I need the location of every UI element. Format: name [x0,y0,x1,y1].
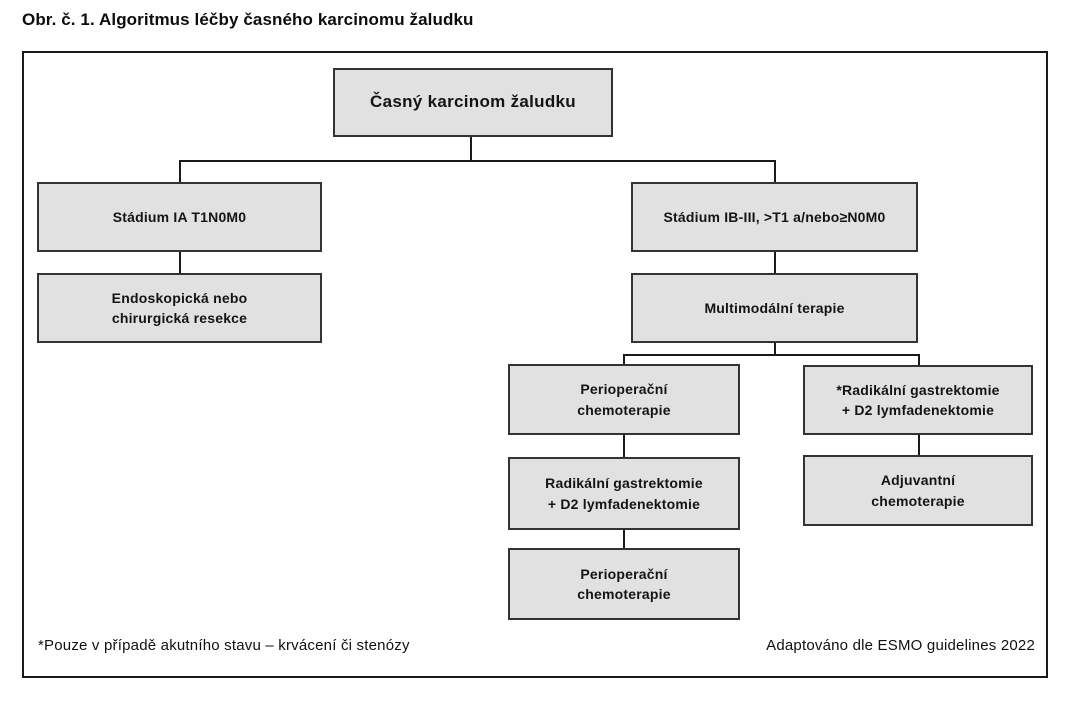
connector-stage-ia-endoscopic [179,252,181,273]
connector-to-periop-pre [623,354,625,364]
source-attribution: Adaptováno dle ESMO guidelines 2022 [766,637,1035,654]
connector-to-stage-ia [179,160,181,182]
connector-stage-ib-multimodal [774,252,776,273]
node-perioperative-chemo-post: Perioperační chemoterapie [508,548,740,620]
node-adjuvant-chemo: Adjuvantní chemoterapie [803,455,1033,526]
connector-periop-radical [623,434,625,457]
connector-root-branch [179,160,776,162]
figure-title: Obr. č. 1. Algoritmus léčby časného karc… [22,10,474,29]
footnote-asterisk: *Pouze v případě akutního stavu – krváce… [38,637,410,654]
node-endoscopic-surgical-resection: Endoskopická nebo chirurgická resekce [37,273,322,343]
node-stage-ia-t1n0m0: Stádium IA T1N0M0 [37,182,322,252]
node-multimodal-therapy: Multimodální terapie [631,273,918,343]
node-early-gastric-cancer: Časný karcinom žaludku [333,68,613,137]
connector-multimodal-stem [774,343,776,355]
connector-to-radical-star [918,354,920,365]
connector-root-stem [470,137,472,161]
node-perioperative-chemo-pre: Perioperační chemoterapie [508,364,740,435]
connector-radical-star-adjuvant [918,434,920,455]
connector-radical-periop-post [623,529,625,548]
connector-multimodal-branch [623,354,920,356]
connector-to-stage-ib [774,160,776,182]
node-radical-gastrectomy-star: *Radikální gastrektomie + D2 lymfadenekt… [803,365,1033,435]
node-radical-gastrectomy: Radikální gastrektomie + D2 lymfadenekto… [508,457,740,530]
node-stage-ib-iii: Stádium IB-III, >T1 a/nebo≥N0M0 [631,182,918,252]
